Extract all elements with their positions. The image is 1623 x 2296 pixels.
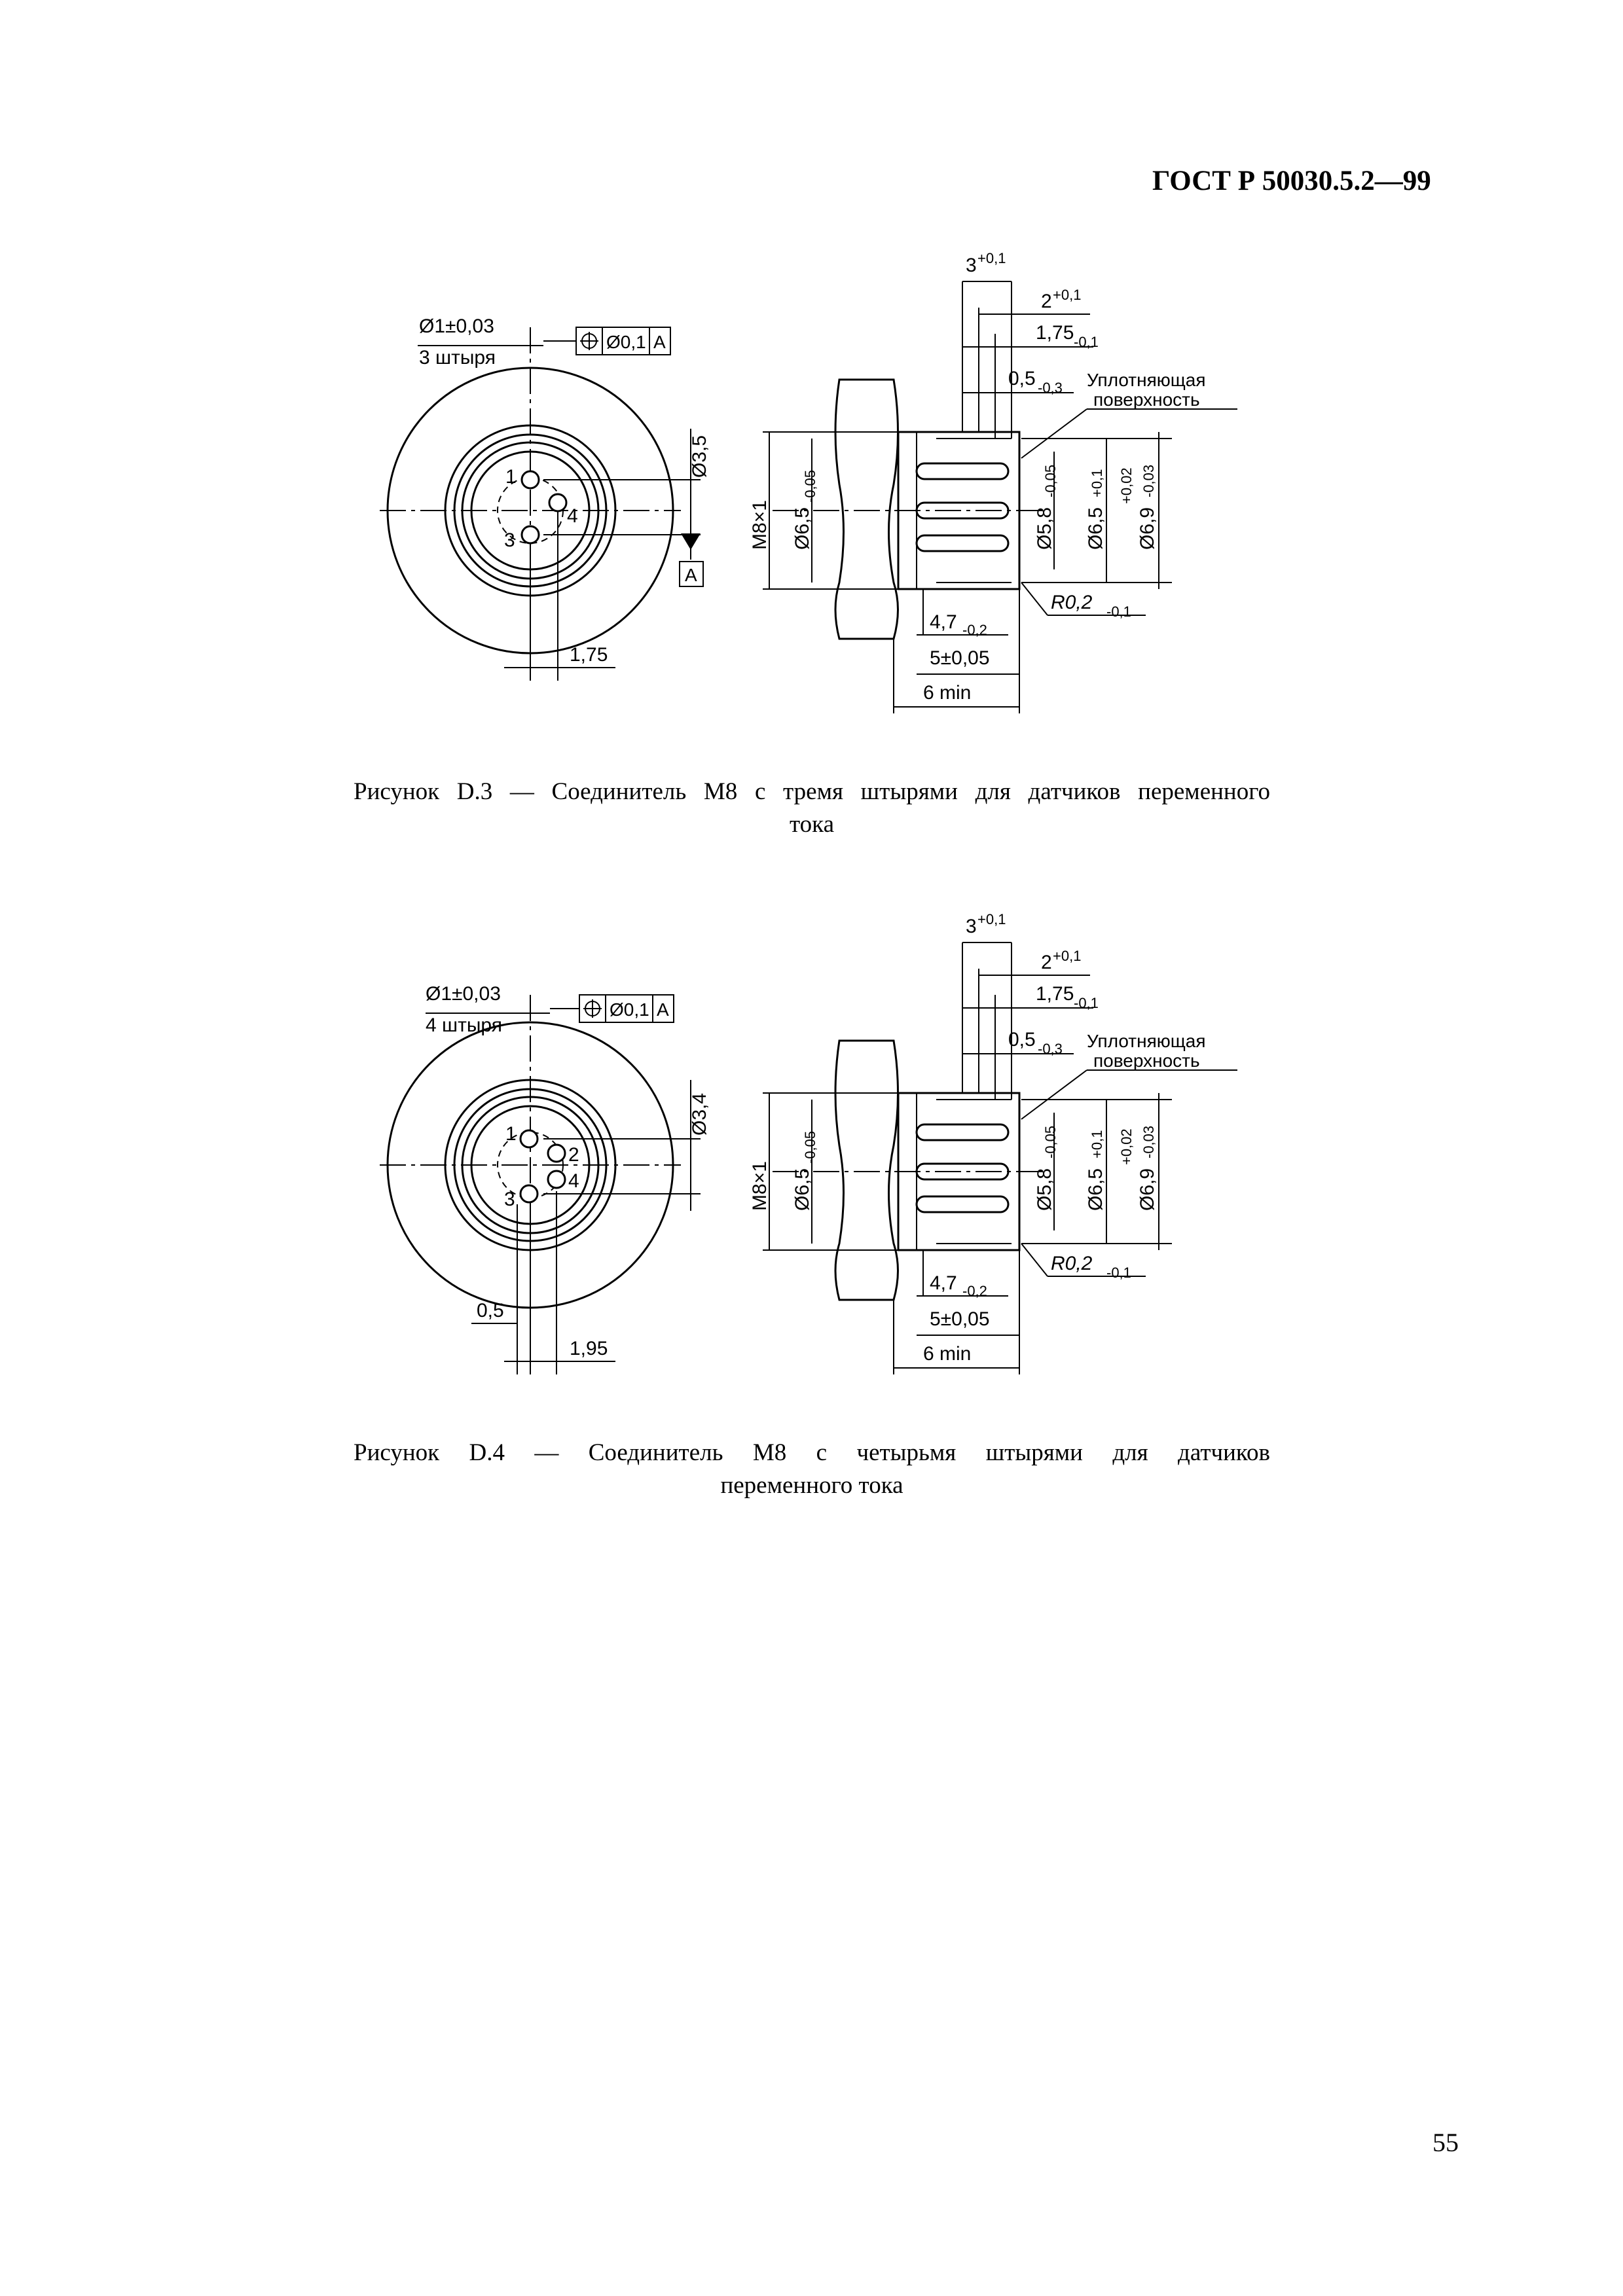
svg-text:-0,2: -0,2 — [962, 622, 987, 638]
pin-1 — [520, 470, 540, 490]
svg-text:4,7: 4,7 — [930, 1272, 957, 1294]
svg-text:-0,03: -0,03 — [1140, 465, 1157, 497]
side-view: M8×1 Ø6,5 -0,05 Ø5,8 -0,05 Ø6,5 +0,1 Ø6,… — [749, 250, 1237, 713]
svg-text:-0,05: -0,05 — [802, 470, 818, 503]
pin-4 — [547, 1170, 566, 1189]
svg-text:3: 3 — [966, 255, 977, 276]
svg-text:A: A — [685, 565, 697, 585]
svg-text:Ø1±0,03: Ø1±0,03 — [426, 983, 501, 1005]
svg-text:3: 3 — [504, 1189, 515, 1210]
svg-text:-0,2: -0,2 — [962, 1283, 987, 1299]
figure-d3-caption: Рисунок D.3 — Соединитель М8 с тремя шты… — [354, 776, 1270, 841]
svg-text:3: 3 — [966, 916, 977, 937]
front-view: 1 4 3 Ø1±0,03 3 штыря Ø0,1 A Ø3,5 A 1,75 — [380, 315, 710, 681]
svg-text:+0,1: +0,1 — [1053, 287, 1081, 303]
svg-text:+0,1: +0,1 — [977, 911, 1006, 927]
svg-text:Ø6,9: Ø6,9 — [1137, 1168, 1158, 1211]
caption-line: Рисунок D.3 — Соединитель М8 с тремя шты… — [354, 778, 1270, 805]
svg-text:0,5: 0,5 — [1008, 1029, 1036, 1050]
caption-line: тока — [789, 811, 835, 838]
pin-4 — [548, 493, 568, 512]
svg-text:+0,1: +0,1 — [977, 250, 1006, 266]
svg-text:-0,3: -0,3 — [1038, 1041, 1063, 1057]
svg-text:R0,2: R0,2 — [1051, 592, 1093, 613]
svg-text:-0,1: -0,1 — [1106, 603, 1131, 620]
svg-text:Ø6,5: Ø6,5 — [792, 1168, 813, 1211]
pin-1 — [519, 1129, 539, 1149]
svg-text:-0,1: -0,1 — [1106, 1265, 1131, 1281]
side-view: M8×1 Ø6,5 -0,05 Ø5,8 -0,05 Ø6,5 +0,1 Ø6,… — [749, 911, 1237, 1374]
svg-text:Ø5,8: Ø5,8 — [1034, 507, 1055, 550]
svg-text:Ø6,5: Ø6,5 — [1085, 1168, 1106, 1211]
caption-line: переменного тока — [720, 1472, 903, 1499]
svg-text:поверхность: поверхность — [1093, 1050, 1200, 1071]
svg-text:поверхность: поверхность — [1093, 389, 1200, 410]
svg-text:Ø6,9: Ø6,9 — [1137, 507, 1158, 550]
svg-text:1,95: 1,95 — [570, 1338, 608, 1359]
svg-text:A: A — [657, 999, 669, 1020]
svg-text:2: 2 — [1041, 952, 1052, 973]
figure-d4-caption: Рисунок D.4 — Соединитель М8 с четырьмя … — [354, 1437, 1270, 1502]
svg-text:R0,2: R0,2 — [1051, 1253, 1093, 1274]
svg-text:4 штыря: 4 штыря — [426, 1014, 502, 1036]
svg-text:1,75: 1,75 — [1036, 983, 1074, 1005]
svg-text:-0,1: -0,1 — [1074, 334, 1099, 350]
svg-text:1: 1 — [505, 466, 517, 488]
page-number: 55 — [1432, 2128, 1459, 2157]
pin-3 — [520, 525, 540, 545]
svg-text:4: 4 — [568, 1170, 579, 1192]
svg-text:1: 1 — [505, 1123, 517, 1145]
svg-text:Ø5,8: Ø5,8 — [1034, 1168, 1055, 1211]
svg-text:3 штыря: 3 штыря — [419, 347, 496, 368]
svg-text:Уплотняющая: Уплотняющая — [1087, 370, 1206, 390]
svg-text:-0,05: -0,05 — [802, 1131, 818, 1164]
svg-text:Ø1±0,03: Ø1±0,03 — [419, 315, 494, 337]
svg-text:3: 3 — [504, 529, 515, 551]
svg-text:-0,05: -0,05 — [1042, 465, 1059, 497]
svg-text:4: 4 — [567, 505, 578, 527]
pin-2 — [547, 1143, 566, 1163]
svg-text:1,75: 1,75 — [1036, 322, 1074, 344]
svg-text:+0,02: +0,02 — [1118, 1128, 1135, 1165]
svg-text:-0,1: -0,1 — [1074, 995, 1099, 1011]
svg-text:0,5: 0,5 — [477, 1300, 504, 1321]
svg-text:Ø3,5: Ø3,5 — [689, 435, 710, 478]
front-view: 1 2 4 3 Ø1±0,03 4 штыря Ø0,1 A Ø3,4 0,5 … — [380, 983, 710, 1374]
svg-text:-0,3: -0,3 — [1038, 380, 1063, 396]
svg-text:Ø0,1: Ø0,1 — [606, 332, 646, 352]
svg-text:5±0,05: 5±0,05 — [930, 1308, 990, 1330]
svg-text:2: 2 — [1041, 291, 1052, 312]
svg-text:+0,1: +0,1 — [1089, 1130, 1105, 1158]
svg-text:+0,02: +0,02 — [1118, 467, 1135, 504]
svg-text:Уплотняющая: Уплотняющая — [1087, 1031, 1206, 1051]
svg-text:1,75: 1,75 — [570, 644, 608, 666]
svg-text:+0,1: +0,1 — [1053, 948, 1081, 964]
figure-d3-drawing: 1 4 3 Ø1±0,03 3 штыря Ø0,1 A Ø3,5 A 1,75 — [380, 250, 1237, 713]
svg-text:2: 2 — [568, 1144, 579, 1166]
svg-text:6 min: 6 min — [923, 682, 971, 704]
svg-text:+0,1: +0,1 — [1089, 469, 1105, 497]
svg-text:Ø0,1: Ø0,1 — [610, 999, 649, 1020]
svg-text:5±0,05: 5±0,05 — [930, 647, 990, 669]
svg-text:-0,05: -0,05 — [1042, 1126, 1059, 1158]
pin-3 — [519, 1184, 539, 1204]
svg-text:Ø3,4: Ø3,4 — [689, 1093, 710, 1136]
svg-text:A: A — [653, 332, 666, 352]
figure-d4-drawing: 1 2 4 3 Ø1±0,03 4 штыря Ø0,1 A Ø3,4 0,5 … — [380, 911, 1237, 1374]
svg-text:0,5: 0,5 — [1008, 368, 1036, 389]
svg-text:Ø6,5: Ø6,5 — [792, 507, 813, 550]
svg-text:M8×1: M8×1 — [749, 1161, 771, 1211]
svg-text:6 min: 6 min — [923, 1343, 971, 1365]
svg-text:-0,03: -0,03 — [1140, 1126, 1157, 1158]
svg-text:Ø6,5: Ø6,5 — [1085, 507, 1106, 550]
svg-text:4,7: 4,7 — [930, 611, 957, 633]
caption-line: Рисунок D.4 — Соединитель М8 с четырьмя … — [354, 1439, 1270, 1466]
document-header: ГОСТ Р 50030.5.2—99 — [1152, 166, 1431, 196]
svg-text:M8×1: M8×1 — [749, 500, 771, 550]
